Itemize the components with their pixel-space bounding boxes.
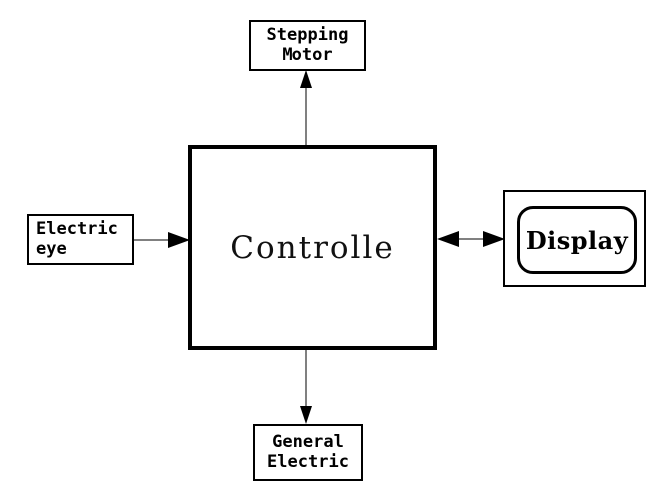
node-general-electric[interactable]: General Electric — [253, 424, 363, 481]
connector-controller-to-general-electric — [300, 350, 312, 424]
stepping-motor-label-rest: otor — [291, 44, 333, 65]
stepping-motor-label-initial: M — [282, 44, 292, 65]
node-electric-eye[interactable]: Electric eye — [27, 214, 134, 265]
connector-controller-to-display — [437, 231, 505, 247]
general-electric-label-line2: Electric — [267, 451, 349, 472]
connector-electric-eye-to-controller — [134, 232, 190, 248]
connector-controller-to-stepping-motor — [300, 70, 312, 145]
electric-eye-label-line1: Electric — [36, 219, 118, 240]
general-electric-label-line1: General — [272, 432, 344, 453]
node-display-outer-frame: Display — [503, 190, 646, 287]
controller-label: Controlle — [230, 229, 395, 266]
display-label: Display — [525, 225, 629, 255]
node-display[interactable]: Display — [517, 206, 637, 274]
node-stepping-motor[interactable]: Stepping Motor — [249, 20, 366, 71]
node-controller[interactable]: Controlle — [188, 145, 437, 350]
stepping-motor-label-line2: Motor — [282, 44, 333, 65]
stepping-motor-label-line1: Stepping — [266, 25, 349, 46]
electric-eye-label-line2: eye — [36, 238, 67, 259]
